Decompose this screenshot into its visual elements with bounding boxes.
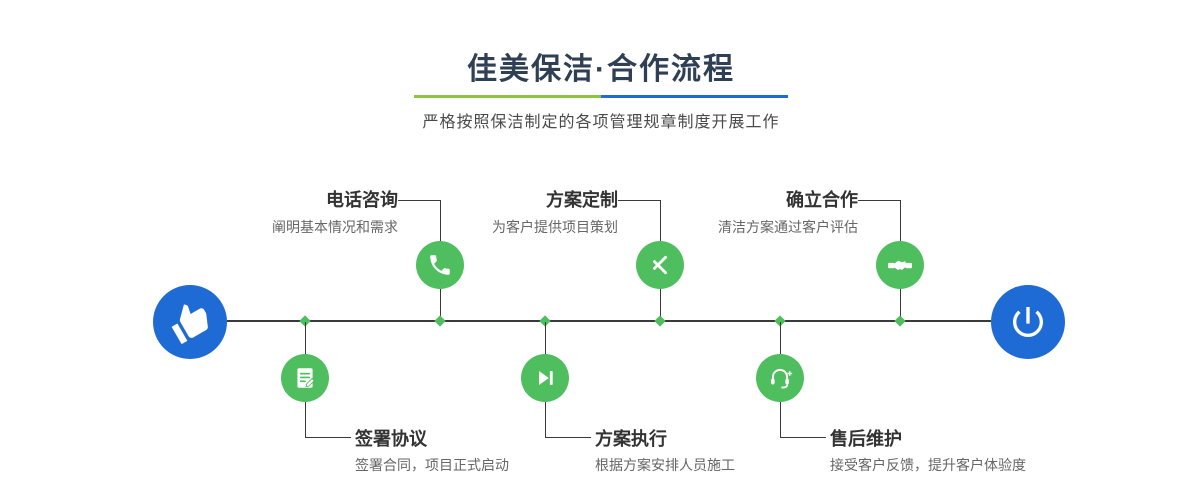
contract-icon: [292, 365, 318, 391]
divider-blue-segment: [601, 95, 788, 98]
connector-line: [780, 402, 781, 437]
step-circle-contract: [281, 354, 329, 402]
step-title: 方案定制: [546, 190, 618, 210]
connector-line: [545, 402, 546, 437]
connector-line: [900, 289, 901, 320]
step-circle-handshake: [876, 241, 924, 289]
step-desc: 阐明基本情况和需求: [272, 219, 398, 235]
step-title: 电话咨询: [326, 190, 398, 210]
step-circle-phone: [416, 241, 464, 289]
timeline-start-node: [153, 285, 227, 359]
divider-green-segment: [414, 95, 601, 98]
connector-line: [660, 289, 661, 320]
step-title: 售后维护: [830, 429, 902, 449]
connector-line: [780, 437, 826, 438]
headset-icon: [767, 365, 793, 391]
timeline: [227, 320, 991, 322]
connector-line: [660, 200, 661, 241]
step-circle-headset: [756, 354, 804, 402]
timeline-end-node: [991, 285, 1065, 359]
connector-line: [545, 322, 546, 354]
step-title: 签署协议: [355, 429, 427, 449]
connector-line: [618, 200, 660, 201]
step-circle-play: [521, 354, 569, 402]
connector-line: [440, 289, 441, 320]
step-desc: 为客户提供项目策划: [492, 219, 618, 235]
pointing-hand-icon: [163, 295, 218, 350]
connector-line: [440, 200, 441, 241]
step-desc: 签署合同，项目正式启动: [355, 457, 509, 473]
handshake-icon: [887, 252, 913, 278]
step-title: 确立合作: [786, 190, 858, 210]
power-icon: [1008, 302, 1048, 342]
title-divider: [414, 95, 788, 98]
step-desc: 清洁方案通过客户评估: [718, 219, 858, 235]
connector-line: [305, 322, 306, 354]
play-next-icon: [532, 365, 558, 391]
timeline-diamond: [434, 315, 446, 327]
connector-line: [305, 402, 306, 437]
connector-line: [858, 200, 900, 201]
page-title: 佳美保洁·合作流程: [467, 53, 735, 86]
step-desc: 根据方案安排人员施工: [595, 457, 735, 473]
phone-call-icon: [427, 252, 453, 278]
connector-line: [398, 200, 440, 201]
step-desc: 接受客户反馈，提升客户体验度: [830, 457, 1026, 473]
step-title: 方案执行: [595, 429, 667, 449]
step-circle-design: [636, 241, 684, 289]
connector-line: [305, 437, 351, 438]
page-subtitle: 严格按照保洁制定的各项管理规章制度开展工作: [422, 114, 780, 131]
timeline-diamond: [894, 315, 906, 327]
connector-line: [545, 437, 591, 438]
design-tools-icon: [647, 252, 673, 278]
connector-line: [780, 322, 781, 354]
connector-line: [900, 200, 901, 241]
timeline-diamond: [654, 315, 666, 327]
